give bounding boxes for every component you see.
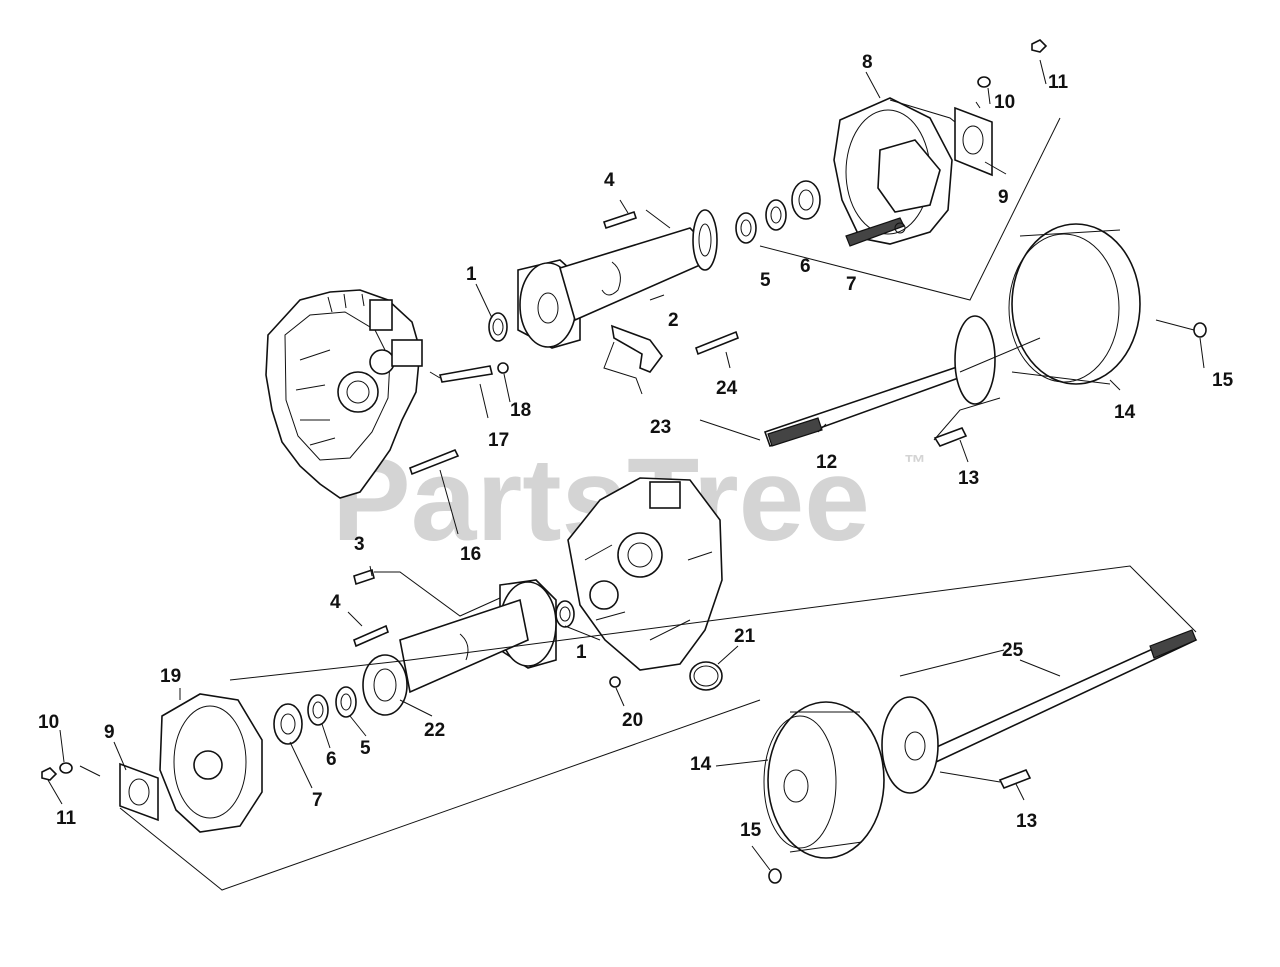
brake-assembly-upper: [833, 97, 966, 247]
callout-7-upper: 7: [846, 274, 857, 295]
callout-11-lower: 11: [56, 808, 77, 829]
callout-3: 3: [354, 534, 365, 555]
nut-11-upper: [1031, 39, 1048, 53]
washer-10-upper: [977, 76, 991, 88]
callout-21: 21: [734, 626, 756, 647]
callout-20: 20: [622, 710, 643, 731]
nut-18: [497, 362, 509, 374]
washer-10-lower: [59, 762, 73, 774]
callout-6-lower: 6: [326, 749, 337, 770]
callout-13-lower: 13: [1016, 811, 1037, 832]
axle-tube-upper: [517, 209, 718, 349]
upper-transaxle-housing: [265, 289, 423, 499]
callout-15-lower: 15: [740, 820, 762, 841]
callout-6-upper: 6: [800, 256, 811, 277]
callout-5-lower: 5: [360, 738, 371, 759]
callout-10-upper: 10: [994, 92, 1015, 113]
callout-4-upper: 4: [604, 170, 615, 191]
wheel-stud-13-lower: [998, 768, 1032, 790]
bolt-17: [438, 365, 493, 383]
axle-tube-lower: [362, 579, 557, 716]
bolt-3-lower: [353, 568, 375, 586]
brake-drum-14-upper: [1008, 223, 1141, 385]
bolt-16: [409, 448, 460, 476]
trademark-symbol: ™: [904, 450, 926, 475]
nut-20: [609, 676, 621, 688]
callout-labels: 1 2 4 5 6 7 8 9 10 11 12 13 14 15 16 17 …: [38, 52, 1234, 841]
lower-transaxle-housing: [567, 477, 723, 671]
wheel-stud-13-upper: [933, 427, 968, 447]
callout-5-upper: 5: [760, 270, 771, 291]
brake-assembly-19: [159, 693, 263, 833]
bearing-7-upper: [791, 180, 821, 220]
callout-10-lower: 10: [38, 712, 59, 733]
bearing-7-lower: [273, 703, 303, 745]
bolt-24: [695, 330, 739, 356]
callout-2: 2: [668, 310, 679, 331]
callout-18: 18: [510, 400, 531, 421]
callout-4-lower: 4: [330, 592, 341, 613]
nut-11-lower: [41, 767, 58, 781]
callout-9-lower: 9: [104, 722, 115, 743]
bearing-6-upper: [765, 199, 787, 231]
callout-12: 12: [816, 452, 837, 473]
callout-1-lower: 1: [576, 642, 587, 663]
seal-1-upper: [488, 312, 508, 342]
axle-shaft-12: [763, 315, 996, 448]
bearing-plate-9-upper: [954, 106, 993, 177]
axle-shaft-25: [881, 629, 1198, 794]
callout-16: 16: [460, 544, 481, 565]
bearing-5-lower: [335, 686, 357, 718]
callout-9-upper: 9: [998, 187, 1009, 208]
bearing-plate-9-lower: [119, 762, 159, 822]
callout-23: 23: [650, 417, 671, 438]
seal-1-lower: [555, 600, 575, 628]
bolt-4-upper: [602, 210, 638, 230]
callout-14-upper: 14: [1114, 402, 1136, 423]
callout-25: 25: [1002, 640, 1024, 661]
callout-22: 22: [424, 720, 445, 741]
lug-nut-15-lower: [768, 868, 782, 884]
callout-11-upper: 11: [1048, 72, 1069, 93]
lug-nut-15-upper: [1193, 322, 1207, 338]
callout-19: 19: [160, 666, 181, 687]
callout-13-upper: 13: [958, 468, 979, 489]
brake-drum-14-lower: [763, 701, 885, 859]
callout-24: 24: [716, 378, 738, 399]
o-ring-21: [689, 661, 723, 691]
callout-1-upper: 1: [466, 264, 477, 285]
callout-7-lower: 7: [312, 790, 323, 811]
bearing-6-lower: [307, 694, 329, 726]
leader-lines: [47, 59, 1205, 891]
bearing-5-upper: [735, 212, 757, 244]
callout-14-lower: 14: [690, 754, 712, 775]
callout-15-upper: 15: [1212, 370, 1234, 391]
bolt-4-lower: [353, 624, 389, 648]
callout-8: 8: [862, 52, 873, 73]
bracket-23: [610, 324, 663, 373]
callout-17: 17: [488, 430, 509, 451]
